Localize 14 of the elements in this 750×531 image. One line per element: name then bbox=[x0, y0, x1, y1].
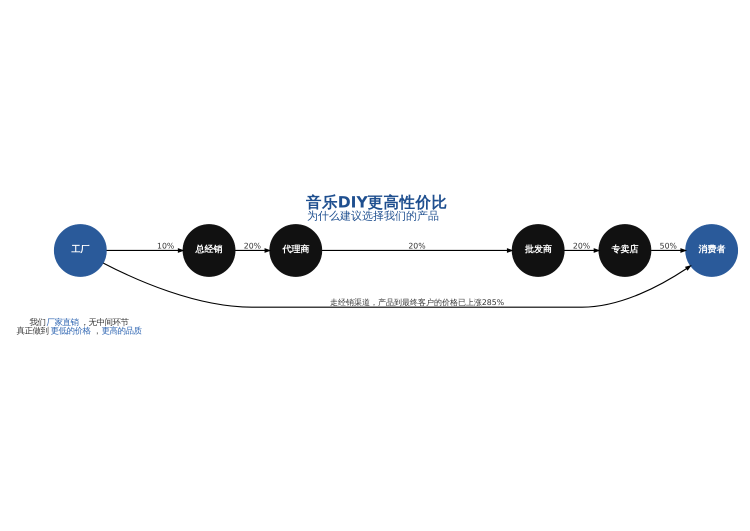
arrow bbox=[564, 248, 600, 253]
arrow bbox=[106, 248, 185, 253]
node-circle: 工厂 bbox=[54, 224, 107, 277]
label: 我们厂家直销，无中间环节 bbox=[29, 316, 129, 327]
node-circle: 总经销 bbox=[182, 224, 236, 277]
arrow bbox=[651, 248, 688, 253]
arrow bbox=[103, 262, 692, 308]
node-circle: 专卖店 bbox=[598, 224, 652, 277]
label: 为什么建议选择我们的产品 bbox=[307, 209, 440, 222]
arrow bbox=[322, 248, 514, 253]
node-circle: 批发商 bbox=[512, 224, 565, 277]
diagram-title: 音乐DIY更高性价比 bbox=[306, 193, 448, 212]
node-circle: 代理商 bbox=[269, 224, 322, 277]
arrow bbox=[235, 248, 272, 253]
